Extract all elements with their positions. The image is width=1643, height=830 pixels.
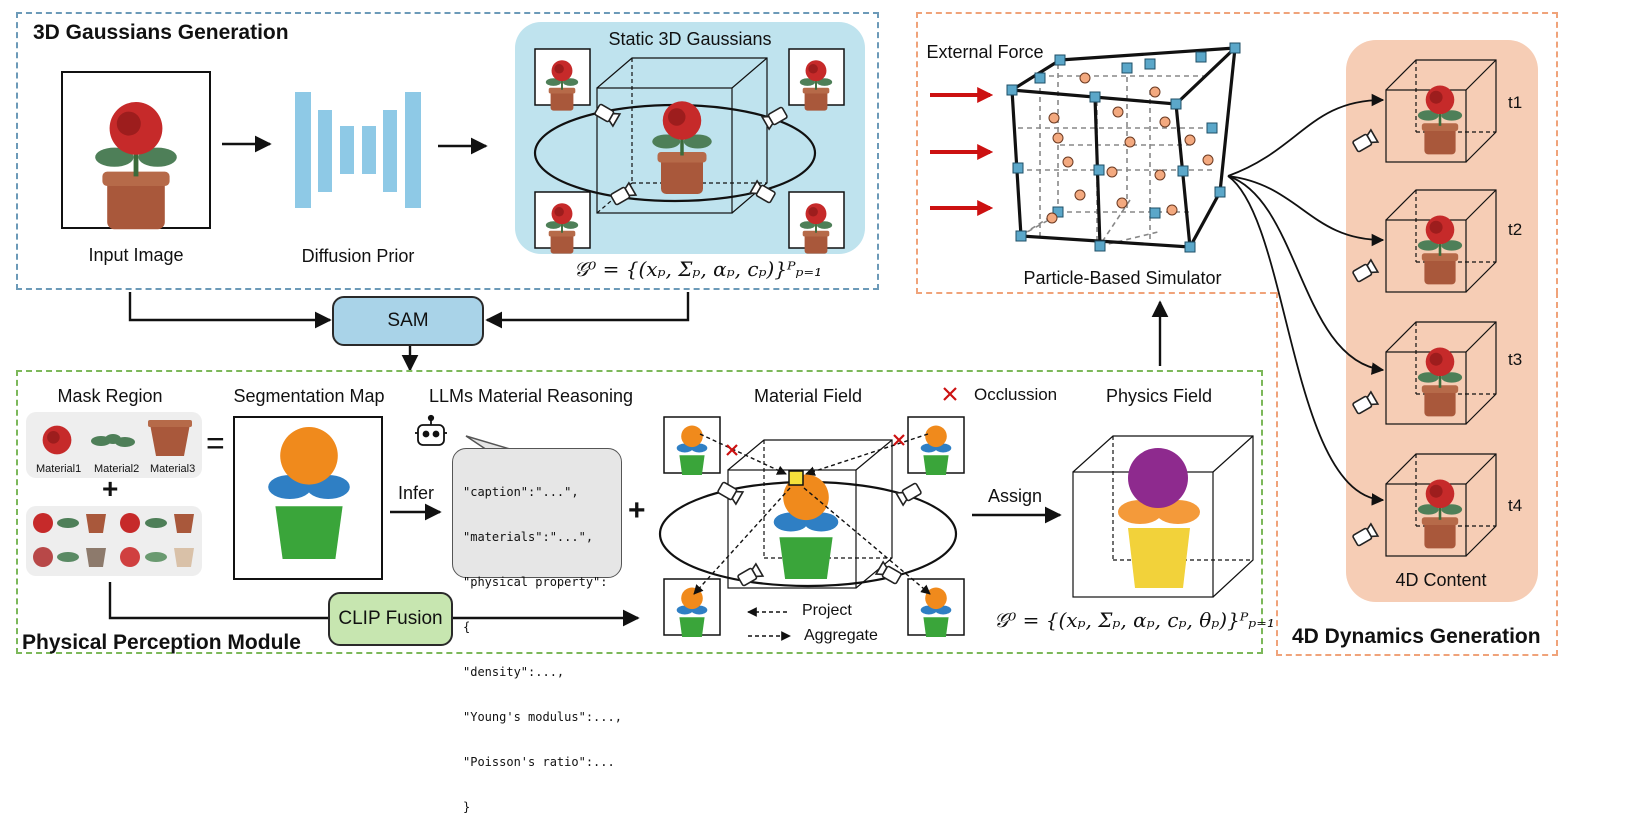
static-gaussians-formula: 𝒢⁰ = {(xₚ, Σₚ, αₚ, cₚ)}ᴾₚ₌₁ <box>574 257 823 281</box>
physics-field-object <box>1118 448 1200 588</box>
llm-reasoning-label: LLMs Material Reasoning <box>428 386 634 406</box>
dynamics-curves <box>1227 93 1385 506</box>
dynamics-section-title: 4D Dynamics Generation <box>1292 625 1541 648</box>
material2-label: Material2 <box>94 463 140 475</box>
plus-sign-2: + <box>628 494 646 527</box>
simulator-label: Particle-Based Simulator <box>1023 268 1222 288</box>
occlusion-marks <box>726 387 957 456</box>
dynamics-cubes <box>1351 59 1497 557</box>
code-line: } <box>463 800 471 814</box>
infer-label: Infer <box>397 483 435 503</box>
code-line: "Poisson's ratio":... <box>463 755 615 769</box>
simulator-lattice <box>1006 42 1241 253</box>
occlusion-label: Occlussion <box>974 385 1058 404</box>
static-gaussians-title: Static 3D Gaussians <box>608 29 772 49</box>
gaussians-section-title: 3D Gaussians Generation <box>33 21 289 44</box>
plus-sign: + <box>102 473 119 504</box>
dynamics-cube-t3 <box>1351 321 1497 425</box>
simulator-divider <box>916 292 1276 294</box>
4d-content-label: 4D Content <box>1395 570 1487 590</box>
perception-section-border <box>16 370 1263 654</box>
input-image-label: Input Image <box>88 245 184 265</box>
diffusion-prior-label: Diffusion Prior <box>301 246 415 266</box>
physics-field-label: Physics Field <box>1105 386 1213 406</box>
dynamics-cube-t2 <box>1351 189 1497 293</box>
time-step-label: t1 <box>1508 93 1523 112</box>
diagram-canvas <box>26 22 1538 641</box>
time-step-label: t2 <box>1508 220 1523 239</box>
assign-label: Assign <box>987 486 1043 506</box>
time-step-label: t4 <box>1508 496 1523 515</box>
code-line: "Young's modulus":..., <box>463 710 622 724</box>
dynamics-cube-t1 <box>1351 59 1497 163</box>
dynamics-section-border <box>1276 292 1558 656</box>
code-line: { <box>463 620 471 634</box>
gaussians-section-border <box>16 12 879 290</box>
equals-sign: = <box>206 425 225 461</box>
code-line: "density":..., <box>463 665 565 679</box>
dynamics-panel <box>1346 40 1538 602</box>
perception-section-title: Physical Perception Module <box>22 631 301 654</box>
robot-icon <box>415 414 447 446</box>
llm-output-bubble: "caption":"...", "materials":"...", "phy… <box>452 448 622 814</box>
time-step-label: t3 <box>1508 350 1523 369</box>
mask-samples <box>33 513 194 567</box>
material-field-label: Material Field <box>753 386 863 406</box>
external-force-arrows <box>930 87 994 216</box>
diffusion-prior-icon <box>295 92 421 208</box>
physics-field-formula: 𝒢⁰ = {(xₚ, Σₚ, αₚ, cₚ, θₚ)}ᴾₚ₌₁ <box>994 608 1275 632</box>
sam-box: SAM <box>332 296 484 346</box>
mask-region-label: Mask Region <box>57 386 163 406</box>
segmentation-map-label: Segmentation Map <box>233 386 385 406</box>
external-force-label: External Force <box>926 42 1044 62</box>
material3-label: Material3 <box>150 463 196 475</box>
code-line: "caption":"...", <box>463 485 579 499</box>
simulator-section-border <box>916 12 1558 294</box>
project-label: Project <box>802 602 852 619</box>
material1-label: Material1 <box>36 463 82 475</box>
code-line: "physical property": <box>463 575 608 589</box>
code-line: "materials":"...", <box>463 530 594 544</box>
dynamics-cube-t4 <box>1351 453 1497 557</box>
aggregate-label: Aggregate <box>804 627 878 644</box>
clip-fusion-box: CLIP Fusion <box>328 592 453 646</box>
